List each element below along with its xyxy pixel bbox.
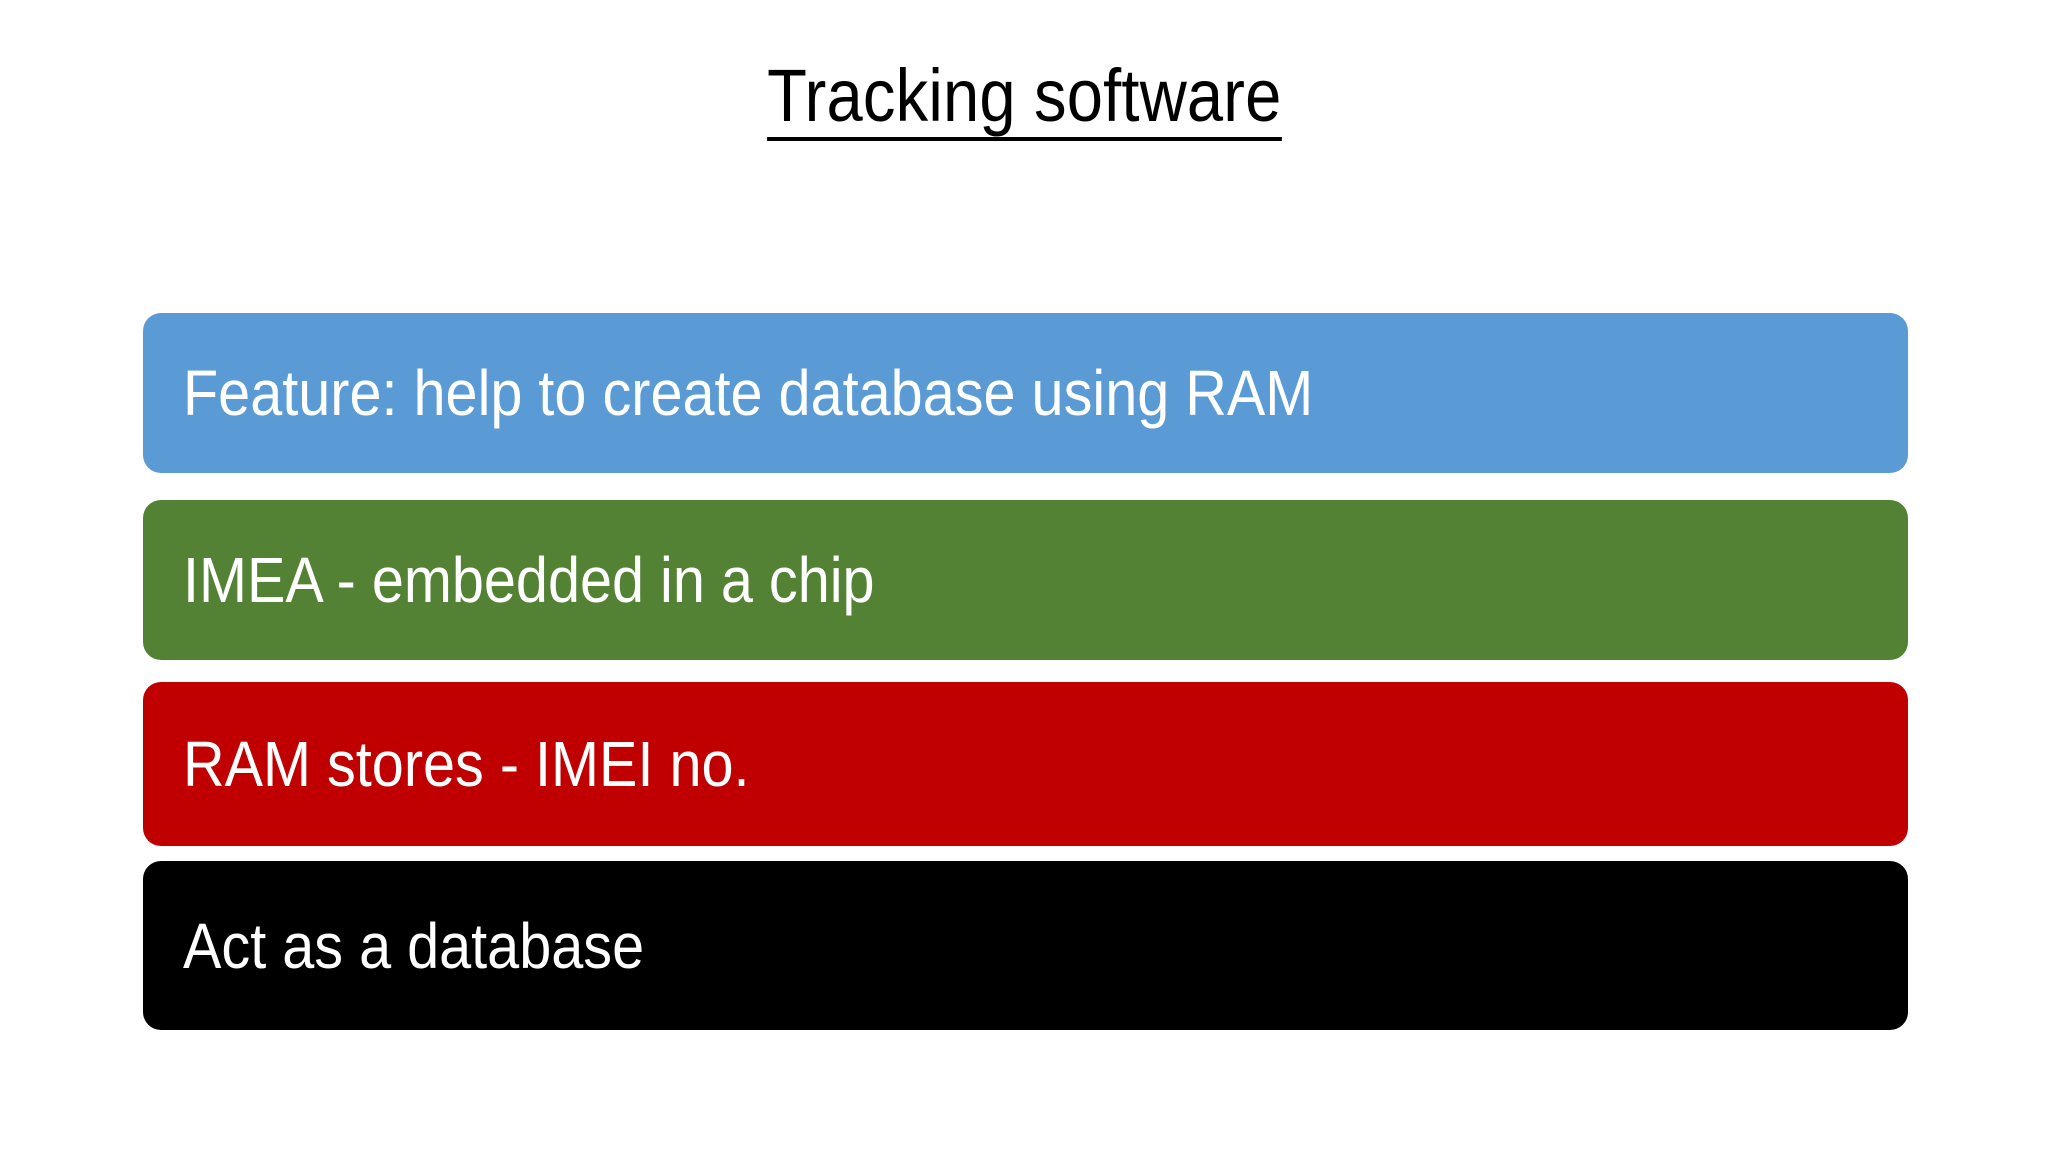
slide-title-container: Tracking software (0, 58, 2048, 142)
list-container: Feature: help to create database using R… (143, 313, 1908, 1030)
list-item-act-as-database[interactable]: Act as a database (143, 861, 1908, 1030)
list-item-label: Feature: help to create database using R… (183, 357, 1314, 429)
list-item-label: Act as a database (183, 909, 645, 982)
list-item-label: IMEA - embedded in a chip (183, 544, 875, 616)
list-item-feature[interactable]: Feature: help to create database using R… (143, 313, 1908, 473)
list-item-ram-stores[interactable]: RAM stores - IMEI no. (143, 682, 1908, 846)
page-title: Tracking software (766, 58, 1282, 142)
list-item-label: RAM stores - IMEI no. (183, 728, 750, 800)
list-item-imea[interactable]: IMEA - embedded in a chip (143, 500, 1908, 660)
